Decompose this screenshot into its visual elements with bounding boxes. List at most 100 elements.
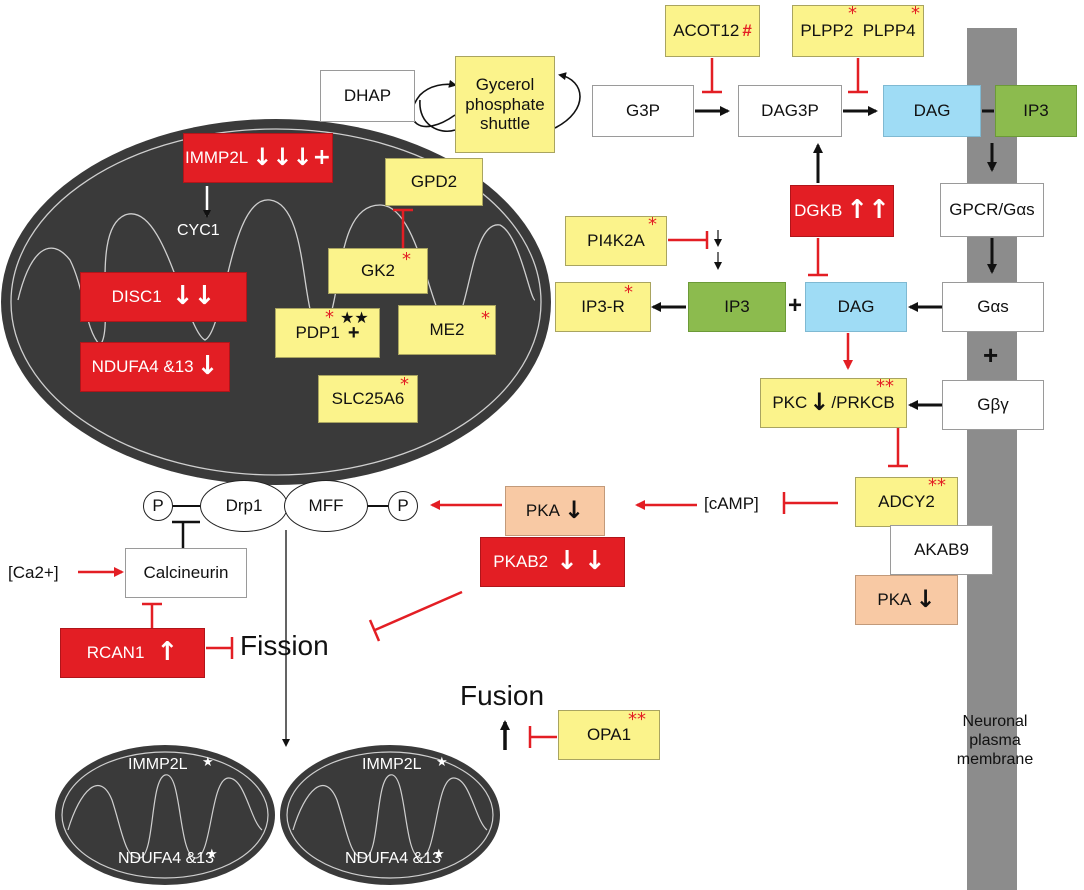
disc1-down-arrows-icon: ↓↓ bbox=[171, 281, 216, 312]
gk2-label: GK2 bbox=[360, 261, 396, 281]
mito2-immp2l-label: IMMP2L bbox=[362, 756, 422, 773]
me2-label: ME2 bbox=[429, 320, 465, 340]
disc1-node: DISC1 ↓↓ bbox=[80, 272, 247, 322]
pdp1-black-stars-icon: ★★ bbox=[340, 308, 369, 327]
membrane-label-line1: Neuronal bbox=[962, 713, 1028, 730]
ip3-mid-label: IP3 bbox=[724, 297, 750, 317]
pkab2-down-arrows-icon: ↓↓ bbox=[556, 546, 612, 577]
calcineurin-node: Calcineurin bbox=[125, 548, 247, 598]
pi4k2a-star-icon: * bbox=[648, 214, 657, 235]
opa1-stars-icon: ** bbox=[628, 709, 646, 730]
dag-top-label: DAG bbox=[913, 101, 951, 121]
plpp4-star-icon: * bbox=[911, 3, 920, 24]
mito1-ndufa-star-icon: ★ bbox=[206, 846, 218, 861]
pdp1-node: PDP1 + bbox=[275, 308, 380, 358]
gpcr-label: GPCR/Gαs bbox=[949, 200, 1035, 220]
acot12-hash: # bbox=[742, 21, 752, 41]
slc25a6-node: SLC25A6 bbox=[318, 375, 418, 423]
p-right-label: P bbox=[397, 496, 409, 515]
phospho-left-circle: P bbox=[143, 491, 173, 521]
gas-node: Gαs bbox=[942, 282, 1044, 332]
dgkb-node: DGKB ↑↑ bbox=[790, 185, 894, 237]
plus-mid: + bbox=[788, 292, 803, 319]
immp2l-node: IMMP2L ↓↓↓ + bbox=[183, 133, 333, 183]
immp2l-plus-icon: + bbox=[312, 145, 332, 171]
pka-bottom-down-arrow-icon: ↓ bbox=[915, 585, 936, 614]
plpp-label: PLPP2 PLPP4 bbox=[800, 21, 916, 41]
akab9-node: AKAB9 bbox=[890, 525, 993, 575]
pkc-down-arrow-icon: ↓ bbox=[809, 388, 830, 417]
fission-label: Fission bbox=[240, 630, 329, 661]
cyc1-label: CYC1 bbox=[177, 222, 220, 239]
pdp1-label: PDP1 bbox=[295, 323, 340, 343]
pka-mid-node: PKA ↓ bbox=[505, 486, 605, 536]
pka-mid-label: PKA bbox=[525, 501, 560, 521]
pka-bottom-label: PKA bbox=[877, 590, 912, 610]
gk2-star-icon: * bbox=[402, 249, 411, 270]
shuttle-line1: Gycerol bbox=[475, 75, 535, 95]
membrane-label: Neuronal plasma membrane bbox=[940, 712, 1050, 770]
shuttle-line2: phosphate bbox=[465, 94, 545, 114]
pkc-label: PKC bbox=[772, 393, 808, 413]
adcy2-node: ADCY2 bbox=[855, 477, 958, 527]
acot12-label: ACOT12 bbox=[673, 21, 740, 41]
mito1-immp2l-star-icon: ★ bbox=[202, 754, 214, 769]
ndufa-node: NDUFA4 &13 ↓ bbox=[80, 342, 230, 392]
dag-top-node: DAG bbox=[883, 85, 981, 137]
ip3-mid-node: IP3 bbox=[688, 282, 786, 332]
drp1-label: Drp1 bbox=[225, 496, 263, 515]
prkcb-stars-icon: ** bbox=[876, 376, 894, 397]
gpd2-label: GPD2 bbox=[410, 172, 458, 192]
immp2l-down-arrows-icon: ↓↓↓ bbox=[252, 143, 313, 172]
dhap-node: DHAP bbox=[320, 70, 415, 122]
gby-node: Gβγ bbox=[942, 380, 1044, 430]
mff-label: MFF bbox=[308, 496, 344, 515]
adcy2-stars-icon: ** bbox=[928, 475, 946, 496]
p-left-label: P bbox=[152, 496, 164, 515]
ip3r-label: IP3-R bbox=[581, 297, 625, 317]
slc25a6-star-icon: * bbox=[400, 374, 409, 395]
pka-mid-down-arrow-icon: ↓ bbox=[563, 496, 585, 525]
dgkb-label: DGKB bbox=[794, 201, 843, 221]
pkab2-label: PKAB2 bbox=[493, 552, 549, 572]
mito2-ndufa-star-icon: ★ bbox=[433, 846, 445, 861]
prkcb-label: /PRKCB bbox=[831, 393, 895, 413]
mitochondrion-small-1 bbox=[55, 745, 275, 885]
plpp2-star-icon: * bbox=[848, 3, 857, 24]
acot12-node: ACOT12 # bbox=[665, 5, 760, 57]
shuttle-line3: shuttle bbox=[479, 114, 531, 134]
disc1-label: DISC1 bbox=[111, 287, 162, 307]
mito2-ndufa-label: NDUFA4 &13 bbox=[345, 850, 442, 867]
camp-label: [cAMP] bbox=[704, 494, 759, 513]
gpd2-node: GPD2 bbox=[385, 158, 483, 206]
gk2-node: GK2 bbox=[328, 248, 428, 294]
slc25a6-label: SLC25A6 bbox=[331, 389, 405, 409]
glycerol-phosphate-shuttle: Gycerol phosphate shuttle bbox=[455, 56, 555, 153]
ip3-top-node: IP3 bbox=[995, 85, 1077, 137]
mitochondrion-small-2 bbox=[280, 745, 500, 885]
dgkb-up-arrows-icon: ↑↑ bbox=[846, 195, 890, 226]
fusion-label: Fusion bbox=[460, 680, 545, 711]
dag-mid-node: DAG bbox=[805, 282, 907, 332]
ip3-top-label: IP3 bbox=[1023, 101, 1049, 121]
g3p-label: G3P bbox=[625, 101, 661, 121]
immp2l-label: IMMP2L bbox=[184, 148, 249, 168]
mff-ellipse: MFF bbox=[284, 480, 368, 532]
g3p-node: G3P bbox=[592, 85, 694, 137]
ndufa-down-arrow-icon: ↓ bbox=[196, 351, 219, 382]
phospho-right-circle: P bbox=[388, 491, 418, 521]
mito1-ndufa-label: NDUFA4 &13 bbox=[118, 850, 215, 867]
pdp1-star-icon: * bbox=[325, 307, 334, 328]
dag3p-node: DAG3P bbox=[738, 85, 842, 137]
ip3r-node: IP3-R bbox=[555, 282, 651, 332]
pkc-prkcb-node: PKC ↓ /PRKCB bbox=[760, 378, 907, 428]
membrane-label-line3: membrane bbox=[956, 751, 1034, 769]
pkab2-node: PKAB2 ↓↓ bbox=[480, 537, 625, 587]
gby-label: Gβγ bbox=[977, 395, 1009, 415]
ndufa-label: NDUFA4 &13 bbox=[91, 357, 194, 377]
pdp1-plus: + bbox=[347, 321, 360, 344]
pka-bottom-node: PKA ↓ bbox=[855, 575, 958, 625]
dag3p-label: DAG3P bbox=[761, 101, 819, 121]
drp1-ellipse: Drp1 bbox=[200, 480, 288, 532]
